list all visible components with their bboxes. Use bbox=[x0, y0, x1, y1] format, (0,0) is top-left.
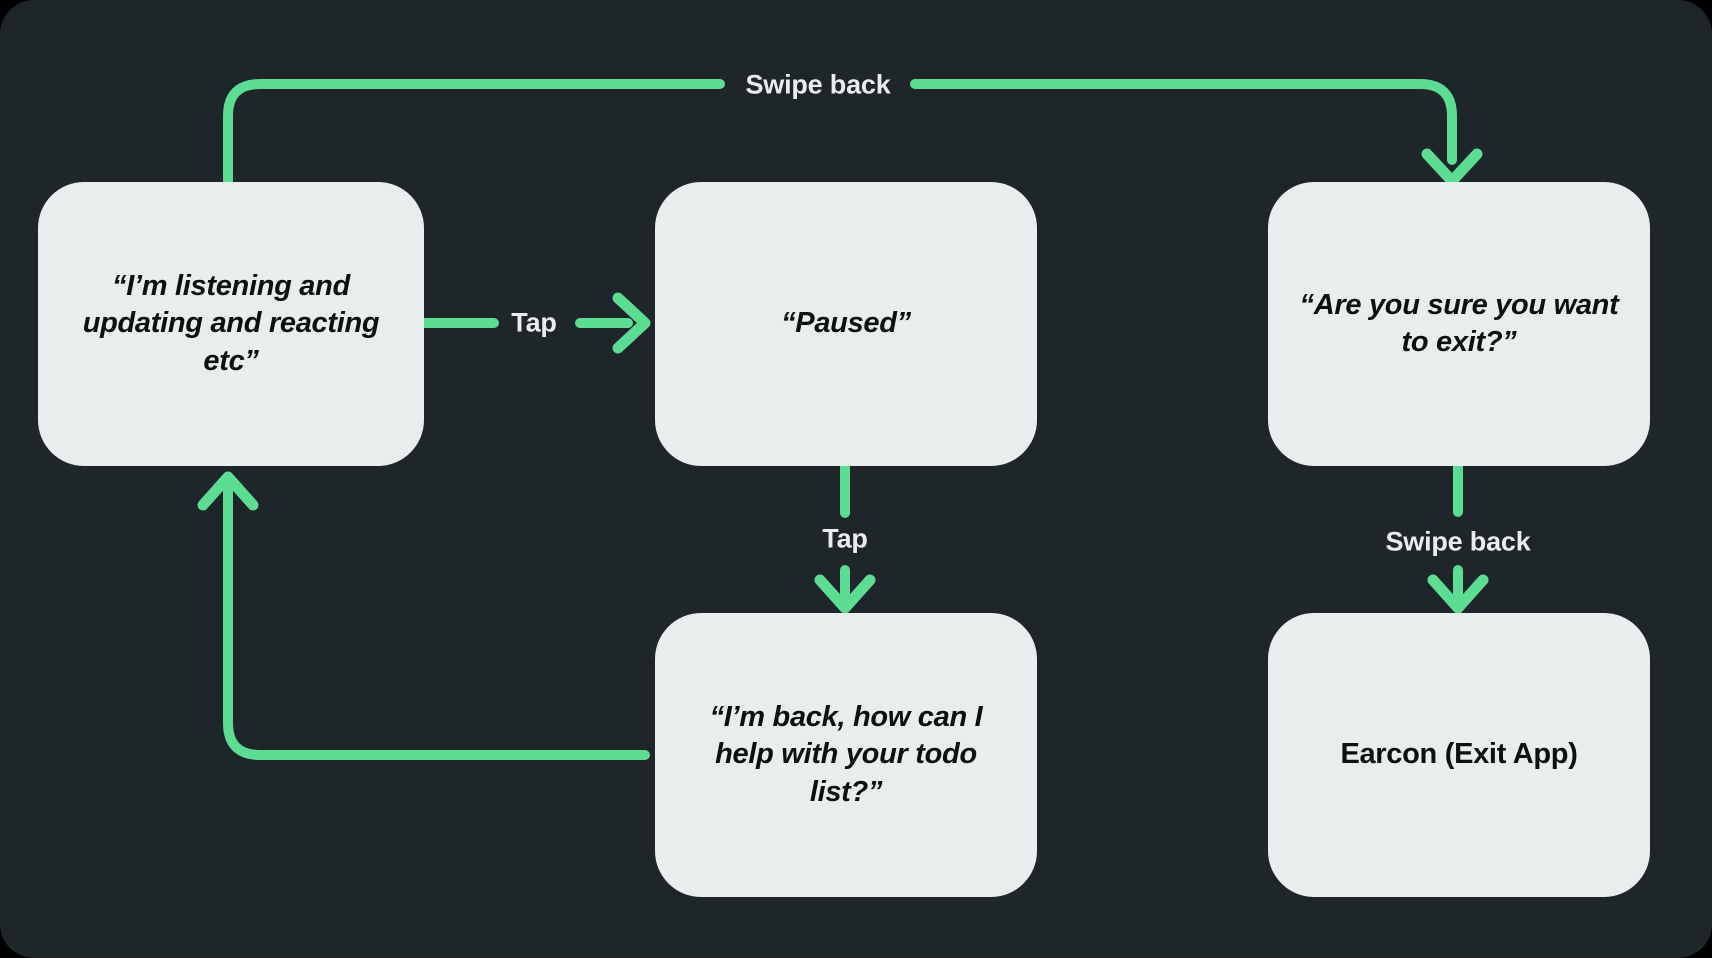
edge-label-tap-paused-resumed: Tap bbox=[822, 523, 868, 554]
node-resumed-label: “I’m back, how can I help with your todo… bbox=[709, 701, 983, 808]
node-paused-label: “Paused” bbox=[781, 307, 911, 340]
edge-label-tap-listening-paused: Tap bbox=[511, 307, 557, 338]
edge-resumed-to-listening-path bbox=[223, 477, 650, 760]
node-listening[interactable]: “I’m listening and updating and reacting… bbox=[38, 182, 424, 466]
node-paused[interactable]: “Paused” bbox=[655, 182, 1037, 466]
edge-label-swipe-back-confirm-earcon: Swipe back bbox=[1385, 526, 1531, 557]
edge-listening-to-paused-arrowhead bbox=[612, 292, 651, 354]
edge-paused-to-resumed-arrowhead bbox=[814, 574, 876, 614]
edge-resumed-to-listening-arrowhead bbox=[197, 471, 259, 511]
node-confirm-exit-label: “Are you sure you want to exit?” bbox=[1299, 288, 1619, 358]
edge-listening-to-confirm-left-segment bbox=[223, 79, 725, 193]
node-confirm-exit[interactable]: “Are you sure you want to exit?” bbox=[1268, 182, 1650, 466]
node-resumed[interactable]: “I’m back, how can I help with your todo… bbox=[655, 613, 1037, 897]
edge-label-swipe-back-top: Swipe back bbox=[745, 69, 891, 100]
node-earcon-label: Earcon (Exit App) bbox=[1340, 738, 1578, 771]
edge-listening-to-confirm-arrowhead bbox=[1421, 148, 1483, 187]
edge-confirm-to-earcon-arrowhead bbox=[1427, 574, 1489, 614]
node-earcon[interactable]: Earcon (Exit App) bbox=[1268, 613, 1650, 897]
node-listening-label: “I’m listening and updating and reacting… bbox=[82, 270, 380, 377]
edge-listening-to-confirm-right-segment bbox=[910, 79, 1457, 165]
